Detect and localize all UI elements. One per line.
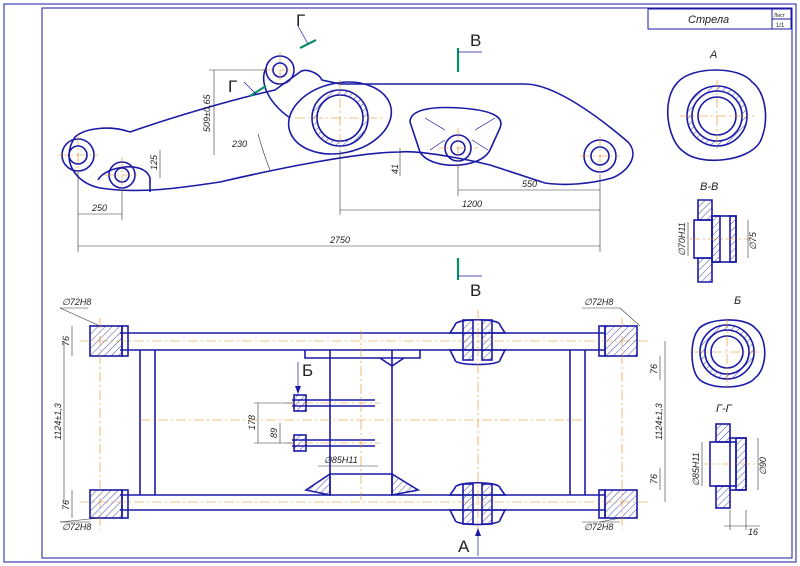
dim-1124-left: 1124±1,3 — [53, 403, 63, 440]
dim-230: 230 — [231, 139, 247, 149]
plan-view — [80, 310, 650, 532]
dim-85-plan: ∅85Н11 — [324, 455, 358, 465]
dim-70: ∅70Н11 — [677, 222, 687, 256]
outer-frame — [3, 3, 797, 563]
dim-178: 178 — [247, 415, 257, 430]
dim-1124-right: 1124±1,3 — [654, 403, 664, 440]
dim-250: 250 — [91, 203, 107, 213]
dim-76-bottom-left: 76 — [61, 500, 71, 510]
dim-2750: 2750 — [329, 235, 350, 245]
dim-90: ∅90 — [758, 457, 768, 475]
dim-72-top-right: ∅72Н8 — [584, 297, 613, 307]
title-block-sheet-label: Лист — [774, 13, 786, 19]
side-view-dimensions: 250 125 509±0,65 230 41 550 1200 2750 — [77, 69, 601, 252]
title-block-sheet-number: 1/1 — [776, 23, 785, 29]
view-b-title: Б — [734, 295, 741, 307]
section-mark-b: Б — [302, 361, 313, 380]
dim-72-top-left: ∅72Н8 — [62, 297, 91, 307]
view-a-title: А — [709, 49, 717, 61]
dim-76-bottom-right: 76 — [649, 474, 659, 484]
dim-76-top-left: 76 — [61, 336, 71, 346]
title-block: Стрела Лист 1/1 — [647, 8, 792, 30]
dim-72-bottom-left: ∅72Н8 — [62, 522, 91, 532]
dim-550: 550 — [522, 179, 537, 189]
section-mark-v-bottom: В — [470, 281, 481, 300]
dim-75: ∅75 — [748, 231, 758, 250]
title-block-title: Стрела — [688, 14, 729, 26]
dim-72-bottom-right: ∅72Н8 — [584, 522, 613, 532]
dim-509: 509±0,65 — [202, 94, 212, 132]
side-view — [58, 52, 634, 193]
dim-16: 16 — [748, 527, 758, 537]
section-gg-title: Г-Г — [716, 403, 733, 415]
section-gg: Г-Г ∅85Н11 ∅90 16 — [691, 403, 768, 537]
section-markers-plan: Б А — [295, 361, 481, 556]
dim-85-section: ∅85Н11 — [691, 452, 701, 486]
section-vv: В-В ∅70Н11 ∅75 — [677, 181, 758, 283]
dim-125: 125 — [149, 154, 159, 170]
inner-frame — [41, 7, 793, 559]
dim-1200: 1200 — [462, 199, 482, 209]
section-mark-g-left: Г — [228, 77, 237, 96]
section-vv-title: В-В — [700, 181, 718, 193]
view-a: А — [666, 49, 767, 162]
view-b: Б — [691, 295, 766, 388]
dim-76-top-right: 76 — [649, 364, 659, 374]
dim-41: 41 — [390, 164, 400, 174]
section-mark-v-top: В — [470, 31, 481, 50]
plan-view-dimensions: ∅72Н8 ∅72Н8 ∅72Н8 ∅72Н8 76 76 76 76 1124… — [53, 297, 666, 532]
dim-89: 89 — [269, 428, 279, 438]
section-markers-side: В В Г Г — [228, 11, 482, 300]
section-mark-g-top: Г — [296, 11, 305, 30]
section-mark-a: А — [458, 537, 470, 556]
